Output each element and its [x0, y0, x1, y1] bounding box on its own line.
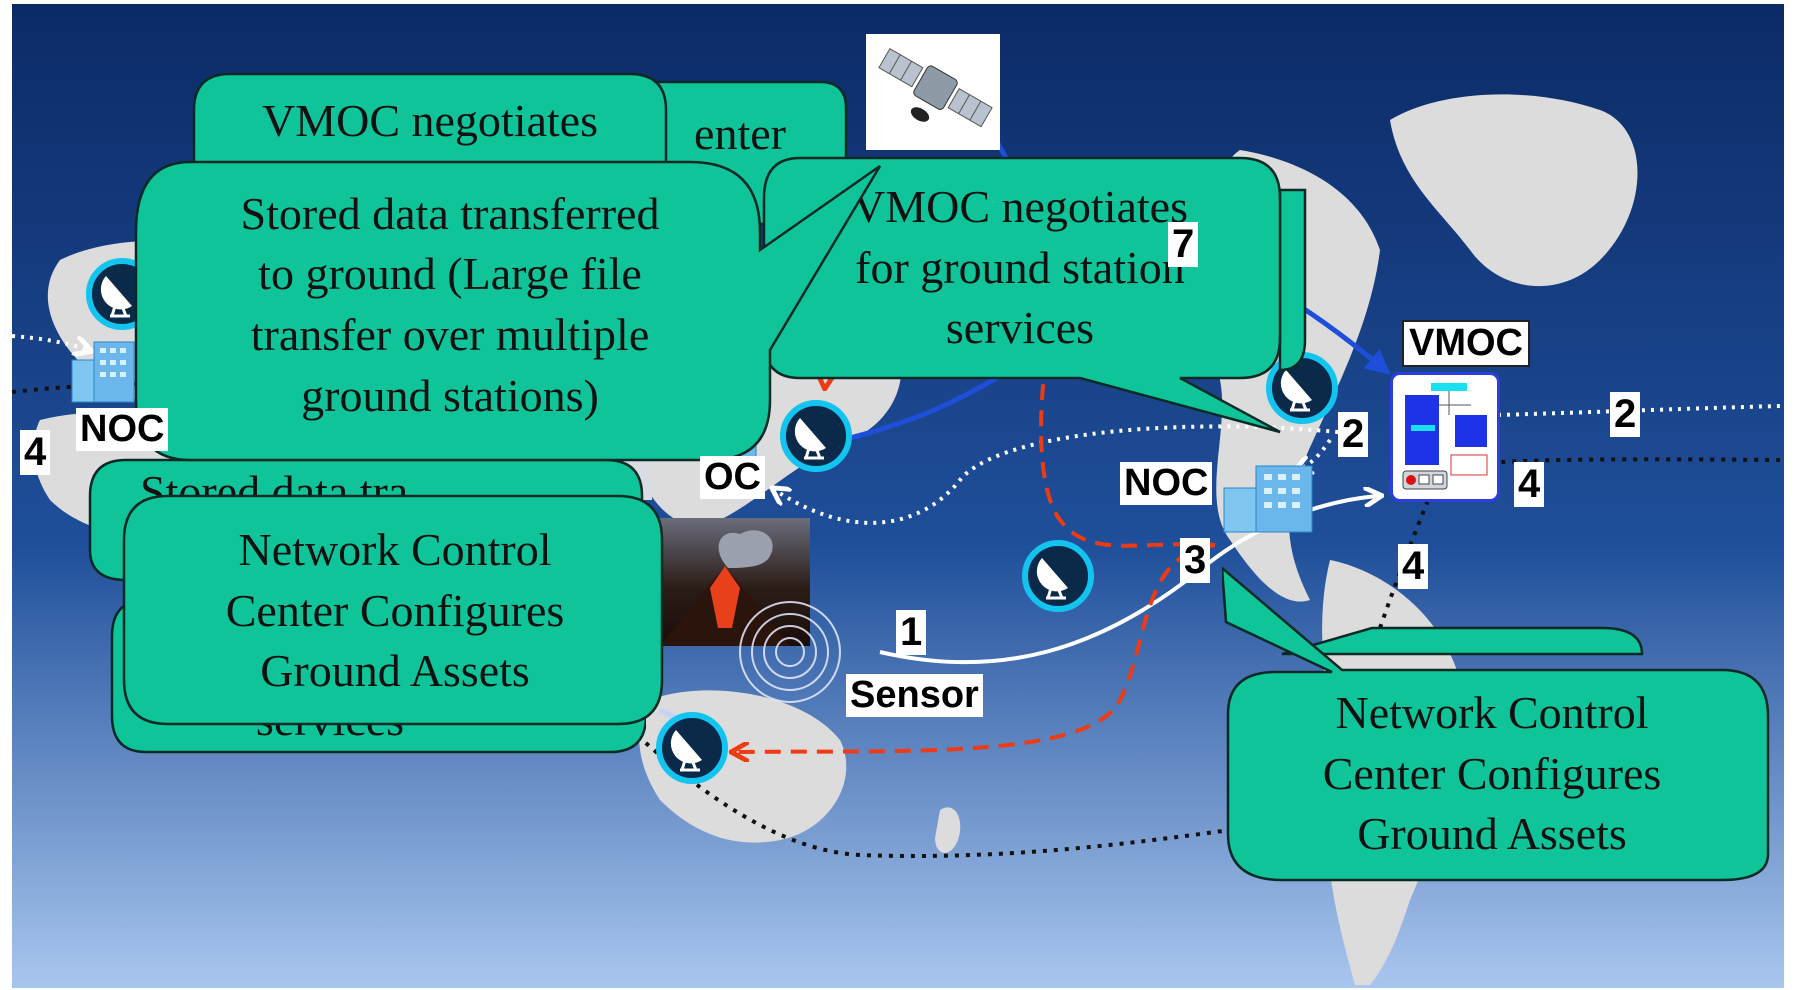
callout-vmoc-negotiates-ground: [762, 156, 1307, 434]
step-number: 2: [1338, 412, 1369, 457]
callout-ncc-left: [122, 494, 664, 726]
path-red-to-australia-dish: [735, 543, 1216, 752]
sensor-rings-icon: [739, 601, 841, 703]
step-number: 3: [1180, 538, 1211, 583]
path-white-dotted-right: [1497, 404, 1781, 417]
noc-building-icon: [71, 341, 135, 403]
callout-ncc-right-text: Network Control Center Configures Ground…: [1322, 686, 1662, 860]
callout-stored-data-text: Stored data transferred to ground (Large…: [240, 187, 660, 421]
callout-vmoc-negotiates-ground-text: VMOC negotiates for ground station servi…: [851, 180, 1188, 354]
noc-building-icon: [1223, 465, 1313, 533]
path-white-dotted-to-moc: [775, 424, 1366, 525]
step-number: 7: [1168, 222, 1199, 267]
noc-label-right: NOC: [1120, 462, 1213, 505]
path-blue-asia-dish: [849, 367, 1012, 441]
step-number: 4: [20, 430, 51, 475]
greenland: [1390, 94, 1638, 287]
ground-station-dish-icon: [780, 400, 852, 472]
noc-label-mid-fragment: OC: [700, 456, 765, 499]
vmoc-label: VMOC: [1402, 320, 1530, 367]
vmoc-server-icon: [1390, 372, 1500, 502]
ground-station-dish-icon: [656, 712, 728, 784]
volcano-photo: [640, 518, 810, 646]
step-number: 4: [1398, 544, 1429, 589]
ground-station-dish-icon: [1022, 540, 1094, 612]
sensor-label: Sensor: [846, 674, 983, 717]
noc-label-left: NOC: [76, 408, 169, 451]
callout-center-fragment-text: enter: [694, 107, 786, 159]
new-zealand: [935, 807, 961, 853]
callout-vmoc-negotiates-back-text: VMOC negotiates: [261, 94, 598, 146]
satellite-icon: [866, 34, 1000, 150]
callout-ncc-left-text: Network Control Center Configures Ground…: [225, 523, 565, 697]
callout-ncc-right: [1222, 566, 1770, 882]
step-number: 2: [1610, 392, 1641, 437]
step-number: 4: [1514, 462, 1545, 507]
step-number: 1: [896, 610, 927, 655]
